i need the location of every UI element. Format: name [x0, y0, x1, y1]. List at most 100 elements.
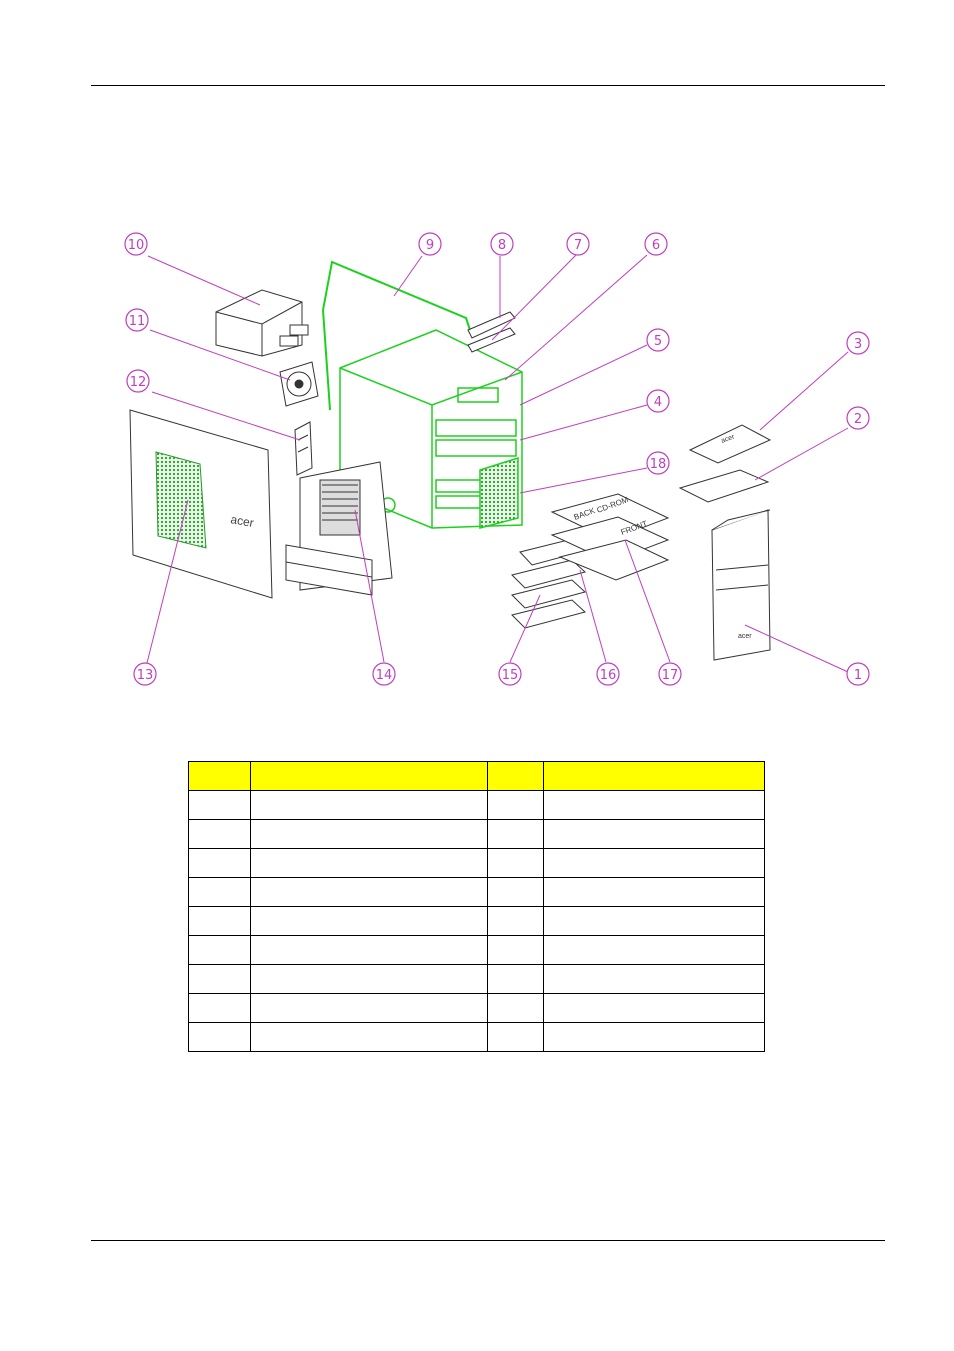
callout-10: [124, 232, 148, 256]
callout-label-9: 9: [426, 238, 434, 253]
callout-16: [596, 662, 620, 686]
callout-label-4: 4: [654, 395, 662, 410]
table-cell: [542, 848, 766, 878]
table-row: [187, 877, 766, 907]
callout-6: [644, 232, 668, 256]
exploded-view-diagram: acer: [124, 232, 870, 686]
table-cell: [250, 790, 488, 820]
table-cell: [187, 906, 252, 936]
callout-11: [125, 308, 149, 332]
callout-5: [646, 328, 670, 352]
fan-part: [279, 361, 319, 407]
table-cell: [486, 848, 544, 878]
table-cell: [187, 848, 252, 878]
callout-14: [372, 662, 396, 686]
callout-label-18: 18: [650, 457, 667, 472]
callout-15: [498, 662, 522, 686]
motherboard-part: [285, 461, 393, 596]
callout-label-15: 15: [502, 668, 519, 683]
callout-label-10: 10: [128, 238, 145, 253]
callout-9: [418, 232, 442, 256]
table-row: [187, 906, 766, 936]
table-cell: [250, 848, 488, 878]
bracket-part: [294, 421, 313, 476]
callout-8: [490, 232, 514, 256]
table-cell: [542, 1022, 766, 1052]
callout-label-11: 11: [129, 314, 146, 329]
leader-lines: [146, 254, 849, 673]
callout-label-13: 13: [137, 668, 154, 683]
table-cell: [486, 877, 544, 907]
top-cover-logo: acer: [720, 433, 736, 444]
table-cell: [250, 993, 488, 1023]
callout-label-14: 14: [376, 668, 393, 683]
table-cell: [187, 964, 252, 994]
table-cell: [250, 964, 488, 994]
side-panel-part: acer: [129, 409, 273, 599]
header-cell: [187, 761, 252, 791]
table-cell: [187, 1022, 252, 1052]
callout-2: [846, 406, 870, 430]
callout-label-16: 16: [600, 668, 617, 683]
table-cell: [187, 935, 252, 965]
header-rule: [91, 85, 885, 86]
callout-label-8: 8: [498, 238, 506, 253]
table-cell: [486, 1022, 544, 1052]
callout-18: [646, 451, 670, 475]
table-cell: [486, 993, 544, 1023]
callout-7: [566, 232, 590, 256]
callout-label-6: 6: [652, 238, 660, 253]
footer-rule: [91, 1240, 885, 1241]
table-cell: [187, 993, 252, 1023]
table-cell: [250, 906, 488, 936]
table-cell: [542, 993, 766, 1023]
callout-3: [846, 331, 870, 355]
table-cell: [187, 877, 252, 907]
table-cell: [486, 935, 544, 965]
table-row: [187, 935, 766, 965]
callout-12: [126, 369, 150, 393]
header-cell: [486, 761, 544, 791]
callout-label-12: 12: [130, 375, 147, 390]
table-row: [187, 964, 766, 994]
table-cell: [542, 935, 766, 965]
callout-label-17: 17: [662, 668, 679, 683]
header-cell: [542, 761, 766, 791]
front-frame-part: [322, 260, 471, 411]
table-row: [187, 790, 766, 820]
table-cell: [542, 819, 766, 849]
callout-1: [846, 662, 870, 686]
callout-4: [646, 389, 670, 413]
table-row: [187, 1022, 766, 1052]
callout-label-1: 1: [854, 668, 862, 683]
table-cell: [542, 964, 766, 994]
table-cell: [542, 906, 766, 936]
top-cover-part: acer: [678, 424, 772, 503]
power-supply-part: [215, 289, 309, 357]
table-cell: [187, 790, 252, 820]
usb-panel-part: [467, 311, 516, 353]
parts-table-header: [187, 761, 766, 791]
table-cell: [187, 819, 252, 849]
callout-label-5: 5: [654, 334, 662, 349]
side-panel-logo: acer: [229, 512, 254, 530]
table-cell: [250, 1022, 488, 1052]
header-cell: [250, 761, 488, 791]
table-cell: [250, 935, 488, 965]
table-cell: [250, 877, 488, 907]
callouts: [124, 232, 870, 686]
table-cell: [486, 906, 544, 936]
callout-13: [133, 662, 157, 686]
table-row: [187, 819, 766, 849]
callout-label-2: 2: [854, 412, 862, 427]
chassis-part: [339, 329, 523, 529]
callout-17: [658, 662, 682, 686]
drives-part: BACK CD-ROM FRONT: [511, 493, 670, 629]
table-cell: [486, 790, 544, 820]
callout-label-7: 7: [574, 238, 582, 253]
table-cell: [486, 819, 544, 849]
front-bezel-part: acer: [711, 509, 771, 661]
table-row: [187, 993, 766, 1023]
table-cell: [542, 877, 766, 907]
table-cell: [542, 790, 766, 820]
